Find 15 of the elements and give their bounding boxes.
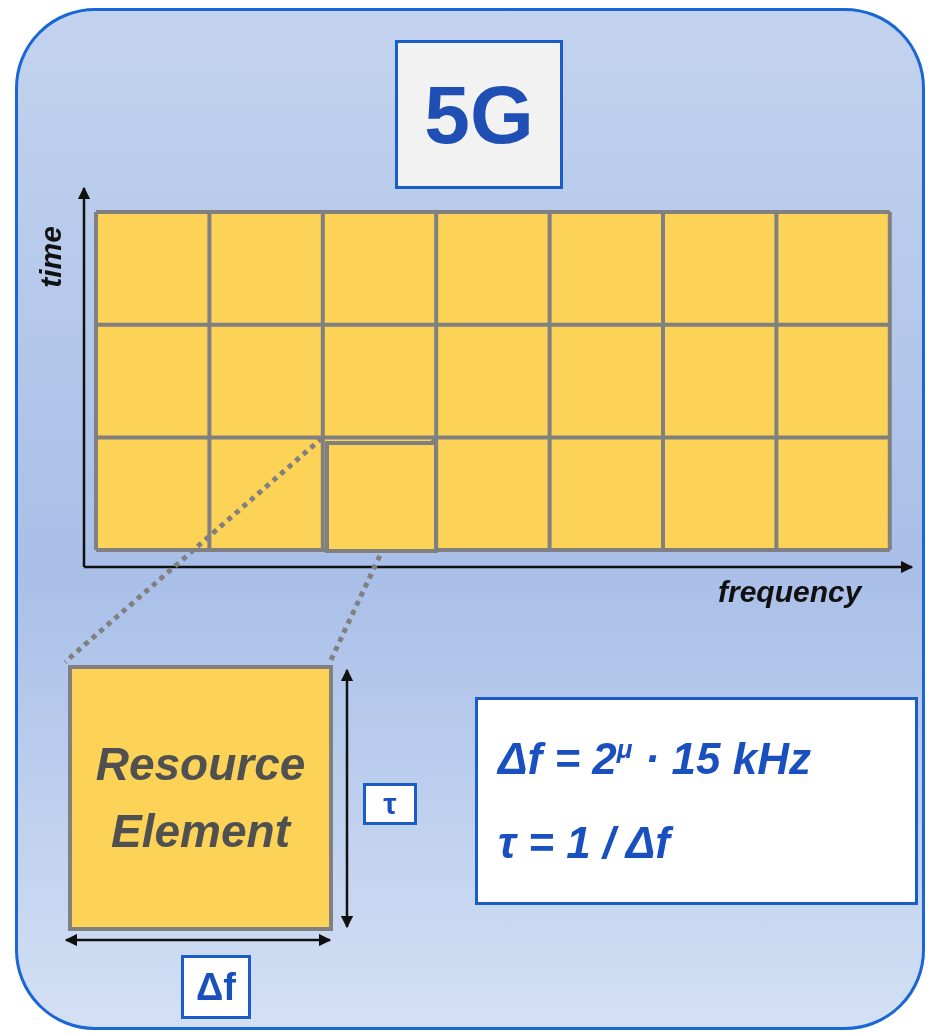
axis-label: time [33, 226, 68, 288]
symbol-label: Δf [196, 965, 236, 1009]
formula-text: τ = 1 / Δf [498, 818, 915, 868]
title-box [395, 40, 563, 189]
symbol-label: τ [383, 787, 397, 821]
symbol-box [363, 783, 417, 825]
grid-cell [325, 441, 438, 553]
title-text: 5G [424, 67, 534, 162]
symbol-box [181, 955, 251, 1019]
resource-element-box [68, 665, 333, 931]
formula-box [475, 697, 918, 905]
formula-text: Δf = 2$^{μ}$ · 15 kHz [498, 734, 812, 784]
box-label: Resource Element [94, 737, 307, 859]
zoom-leader-line [63, 436, 324, 664]
axis-label: frequency [718, 575, 862, 609]
